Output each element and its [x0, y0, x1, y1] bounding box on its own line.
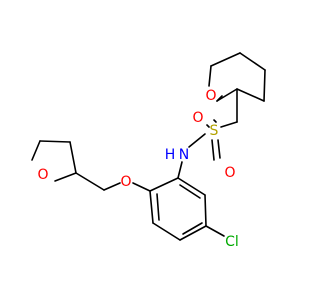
bond — [54, 172, 77, 182]
bond — [103, 182, 121, 191]
bonds — [31, 52, 266, 241]
bond — [152, 222, 181, 241]
bond — [132, 182, 151, 192]
bond — [149, 177, 179, 192]
molecule-diagram: O O S O N H O O Cl — [31, 52, 266, 250]
bond — [156, 193, 160, 221]
bond — [182, 222, 203, 235]
bond — [179, 225, 207, 241]
bond — [208, 65, 212, 87]
bond — [177, 177, 206, 196]
atom-labels: O O S O N H O O Cl — [37, 88, 238, 250]
bond — [263, 69, 266, 102]
atom-h-amide: H — [165, 147, 176, 163]
bond — [216, 95, 223, 102]
bond — [177, 161, 183, 179]
bond — [210, 52, 241, 67]
atom-o-thf: O — [37, 167, 48, 183]
bond — [220, 121, 238, 128]
atom-o-sulfonyl-bottom: O — [224, 165, 235, 181]
bond — [179, 184, 201, 199]
bond — [188, 133, 206, 148]
bond — [206, 124, 210, 128]
atom-o-ether: O — [120, 174, 131, 190]
bond — [69, 141, 77, 174]
atom-cl: Cl — [225, 234, 239, 250]
structure-svg: O O S O N H O O Cl — [31, 52, 266, 250]
bond — [213, 119, 217, 123]
bond — [239, 52, 266, 71]
bond — [204, 194, 207, 227]
bond — [75, 172, 105, 191]
atom-o-sulfonyl-top: O — [192, 110, 203, 126]
atom-o-pyran: O — [205, 88, 216, 104]
bond — [205, 225, 225, 237]
atom-s-sulfonyl: S — [210, 123, 219, 139]
bond — [216, 88, 238, 102]
bond — [39, 140, 71, 143]
bond — [149, 190, 154, 224]
bond — [217, 139, 221, 159]
bond — [236, 88, 265, 102]
bond — [31, 140, 41, 161]
bond — [211, 139, 215, 161]
atom-n-amide: N — [179, 147, 189, 163]
